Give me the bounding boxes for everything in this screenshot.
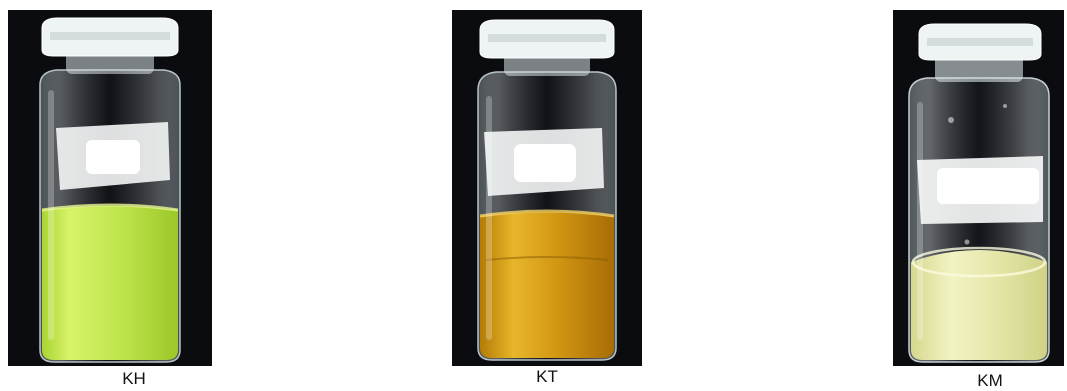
vial-kt-image [452, 10, 642, 366]
photo-vial-kh [8, 10, 212, 366]
caption-kt: KT [536, 367, 558, 386]
photo-vial-kt [452, 10, 642, 366]
label-blank-patch [86, 140, 140, 174]
liquid [480, 212, 614, 358]
vial-km-image [893, 10, 1064, 366]
photo-vial-km [893, 10, 1064, 366]
caption-km: KM [977, 371, 1003, 390]
vial-neck [935, 54, 1023, 82]
label-blank-patch [937, 168, 1039, 204]
liquid [42, 206, 178, 360]
vial-kh-image [8, 10, 212, 366]
liquid [911, 250, 1047, 360]
label-blank-patch [514, 144, 576, 182]
caption-kh: KH [122, 369, 146, 388]
